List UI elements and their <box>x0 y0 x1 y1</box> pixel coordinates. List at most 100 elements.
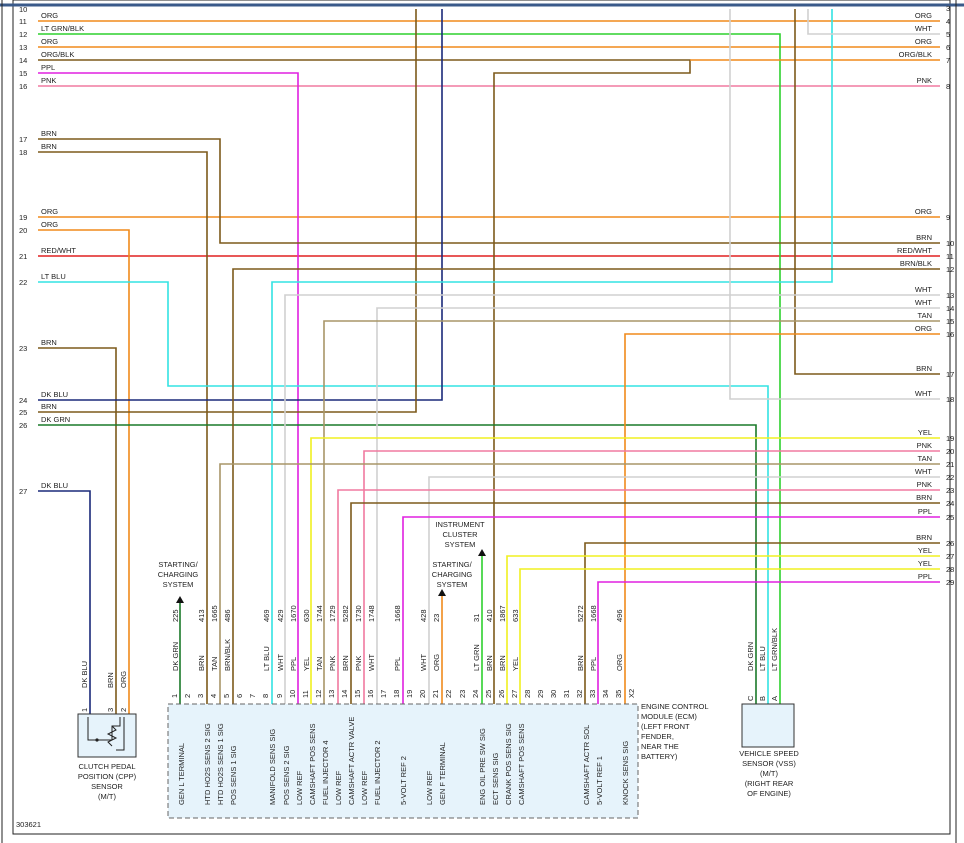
ecm-circuit-number: 633 <box>511 609 520 622</box>
right-wire-label: BRN <box>916 233 932 242</box>
left-wire-label: ORG <box>41 207 58 216</box>
ecm-circuit-number: 1668 <box>393 605 402 622</box>
wire-ppl-ecm18 <box>402 516 940 704</box>
starting-arrow-2 <box>438 589 446 596</box>
ecm-pin-function: LOW REF <box>295 770 304 805</box>
ecm-circuit-number: 429 <box>276 609 285 622</box>
ecm-pin-number: 25 <box>484 690 493 698</box>
wire-brn-ecm32 <box>584 542 940 704</box>
ecm-pin-number: 18 <box>392 690 401 698</box>
wire-ltgrnblk-12-vss <box>38 33 781 704</box>
ecm-pin-number: 4 <box>209 694 218 698</box>
vss-pin-number: C <box>746 695 755 701</box>
right-wire-label: ORG <box>915 11 932 20</box>
wire-brn-17-10 <box>38 138 940 244</box>
ecm-pin-number: X2 <box>627 689 636 698</box>
ecm-circuit-number: 1730 <box>354 605 363 622</box>
right-row-number: 18 <box>946 395 954 404</box>
ecm-circuit-number: 630 <box>302 609 311 622</box>
left-row-number: 11 <box>19 17 27 26</box>
ecm-pin-function: POS SENS 2 SIG <box>282 745 291 805</box>
wire-ppl-ecm33 <box>597 581 940 704</box>
ecm-circuit-number: 1748 <box>367 605 376 622</box>
right-wire-label: WHT <box>915 285 932 294</box>
ecm-pin-number: 23 <box>458 690 467 698</box>
right-wire-label: YEL <box>918 559 932 568</box>
ecm-pin-number: 33 <box>588 690 597 698</box>
ecm-pin-number: 11 <box>301 690 310 698</box>
ecm-pin-function: KNOCK SENS SIG <box>621 741 630 805</box>
ecm-pin-number: 28 <box>523 690 532 698</box>
cpp-wire-color: DK BLU <box>80 661 89 688</box>
wire-pnk-ecm13 <box>337 489 940 704</box>
right-wire-label: PNK <box>917 76 932 85</box>
ecm-circuit-number: 1744 <box>315 605 324 622</box>
wire-brn-18-ecm3 <box>38 151 208 704</box>
right-wire-label: YEL <box>918 428 932 437</box>
ecm-circuit-number: 5272 <box>576 605 585 622</box>
right-row-number: 8 <box>946 82 950 91</box>
ecm-pin-number: 15 <box>353 690 362 698</box>
wire-brn-23-cpp3 <box>38 347 117 714</box>
ecm-pin-function: CRANK POS SENS SIG <box>504 723 513 805</box>
ecm-pin-function: ECT SENS SIG <box>491 752 500 805</box>
ecm-wire-color: WHT <box>367 654 376 671</box>
ecm-wire-color: ORG <box>615 654 624 671</box>
left-row-number: 15 <box>19 69 27 78</box>
cpp-sensor-symbol <box>87 717 125 751</box>
ecm-circuit-number: 1668 <box>589 605 598 622</box>
ecm-pin-function: CAMSHAFT POS SENS <box>308 723 317 805</box>
ecm-pin-function: GEN L TERMINAL <box>177 743 186 805</box>
right-row-number: 12 <box>946 265 954 274</box>
right-row-number: 13 <box>946 291 954 300</box>
ecm-pin-function: CAMSHAFT POS SENS <box>517 723 526 805</box>
left-wire-label: DK BLU <box>41 390 68 399</box>
ecm-pin-function: FUEL INJECTOR 2 <box>373 740 382 805</box>
right-row-number: 29 <box>946 578 954 587</box>
left-wire-label: DK BLU <box>41 481 68 490</box>
wire-ltblu-ecm8 <box>271 9 833 704</box>
wire-wht-ecm16 <box>376 307 940 704</box>
right-wire-label: ORG <box>915 324 932 333</box>
right-wire-label: BRN <box>916 493 932 502</box>
wire-wht-right-18 <box>729 9 940 400</box>
ecm-pin-function: HTD HO2S SENS 1 SIG <box>216 723 225 805</box>
ecm-wire-color: PNK <box>354 656 363 671</box>
ecm-pin-number: 10 <box>288 690 297 698</box>
right-wire-label: YEL <box>918 546 932 555</box>
wire-tan-ecm12 <box>323 320 940 704</box>
ecm-circuit-number: 1729 <box>328 605 337 622</box>
ecm-pin-number: 32 <box>575 690 584 698</box>
ecm-wire-color: BRN <box>576 655 585 671</box>
ecm-pin-function: LOW REF <box>334 770 343 805</box>
wire-brn-right-17 <box>794 9 940 375</box>
right-wire-label: ORG/BLK <box>899 50 932 59</box>
left-wire-label: BRN <box>41 129 57 138</box>
ecm-pin-number: 29 <box>536 690 545 698</box>
wire-org-20-cpp2 <box>38 229 130 714</box>
diagram-id: 303621 <box>16 820 41 829</box>
right-wire-label: RED/WHT <box>897 246 932 255</box>
wire-wht-ecm20 <box>428 476 940 704</box>
ecm-pin-number: 34 <box>601 690 610 698</box>
ecm-pin-number: 21 <box>431 690 440 698</box>
wire-dkblu-24 <box>38 9 443 401</box>
right-wire-label: WHT <box>915 298 932 307</box>
left-wire-label: PPL <box>41 63 55 72</box>
wire-brn-ect <box>38 59 691 704</box>
cpp-wire-color: BRN <box>106 672 115 688</box>
ecm-wire-color: PPL <box>393 657 402 671</box>
right-row-number: 15 <box>946 317 954 326</box>
left-row-number: 24 <box>19 396 27 405</box>
right-row-number: 26 <box>946 539 954 548</box>
left-row-number: 18 <box>19 148 27 157</box>
instrument-arrow <box>478 549 486 556</box>
right-wire-label: TAN <box>918 311 932 320</box>
right-row-number: 17 <box>946 370 954 379</box>
diagram-frame <box>12 0 951 835</box>
